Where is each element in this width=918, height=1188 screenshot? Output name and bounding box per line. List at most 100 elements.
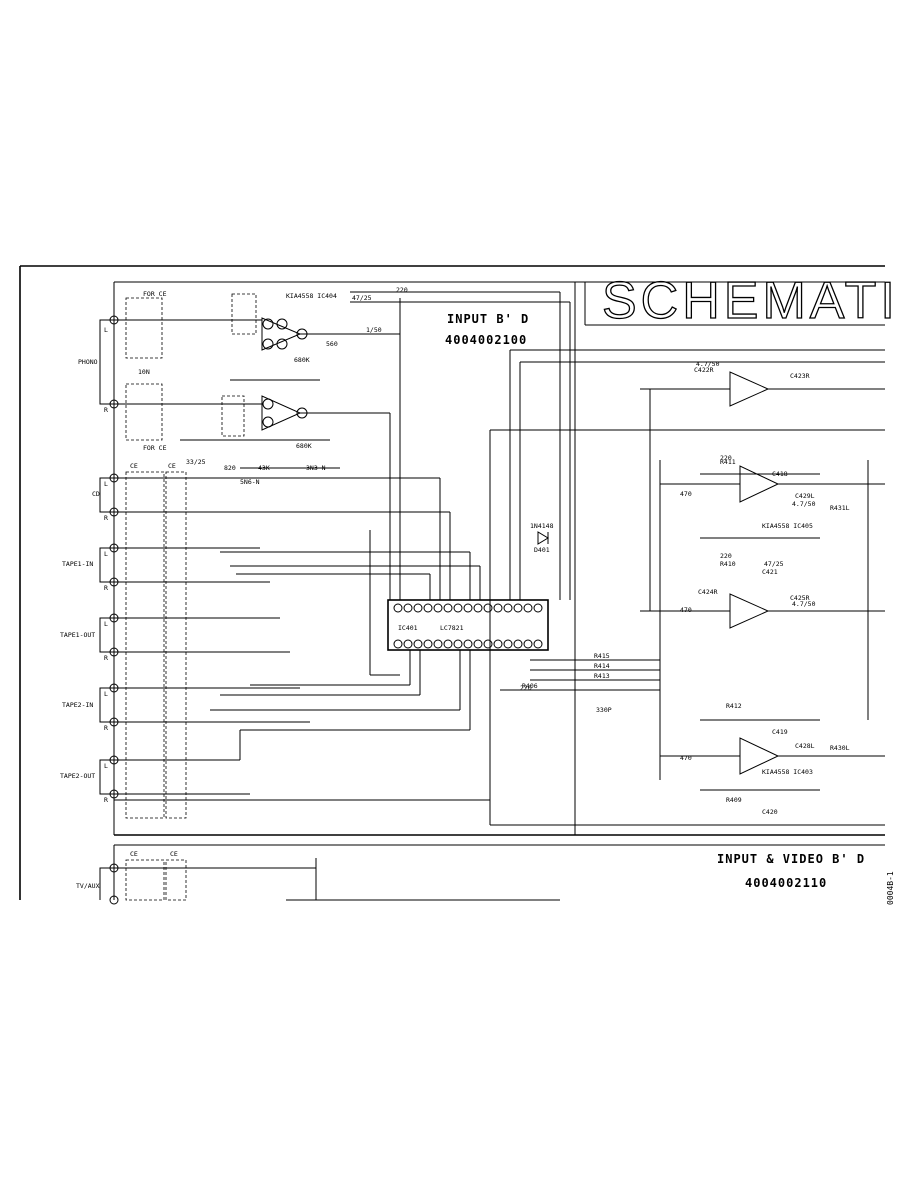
- svg-text:560: 560: [326, 340, 338, 348]
- phono-ce-box-l: [125, 297, 163, 359]
- svg-text:33/25: 33/25: [186, 458, 206, 466]
- input-label-cd: CD: [92, 490, 100, 498]
- svg-text:R412: R412: [726, 702, 742, 710]
- ic401-label: IC401: [398, 624, 418, 632]
- svg-text:R: R: [104, 406, 108, 414]
- svg-text:R: R: [104, 584, 108, 592]
- lc7821-pins: [393, 603, 543, 649]
- svg-text:R431L: R431L: [830, 504, 850, 512]
- r414-label: R414: [594, 662, 610, 670]
- svg-text:C423R: C423R: [790, 372, 810, 380]
- input-label-tape1-in: TAPE1-IN: [62, 560, 93, 568]
- svg-text:R430L: R430L: [830, 744, 850, 752]
- svg-text:C422R: C422R: [694, 366, 714, 374]
- output-part-labels: C422R C423R C424R C425R R411 R410 R412 R…: [694, 366, 850, 816]
- svg-text:R: R: [104, 514, 108, 522]
- ic403-label: KIA4558 IC403: [762, 768, 813, 776]
- svg-text:CE: CE: [130, 850, 138, 858]
- phono-opamps: [261, 317, 308, 431]
- phono-wires: [114, 291, 571, 600]
- for-ce-label-bottom: FOR CE: [143, 444, 167, 452]
- svg-text:4.7/50: 4.7/50: [696, 360, 720, 368]
- svg-text:1/50: 1/50: [366, 326, 382, 334]
- svg-text:4.7/50: 4.7/50: [792, 600, 816, 608]
- phono-ce-box-mid: [221, 395, 245, 437]
- svg-text:4.7/50: 4.7/50: [792, 500, 816, 508]
- video-board-part-number: 4004002110: [745, 876, 827, 890]
- svg-text:820: 820: [224, 464, 236, 472]
- lc7821-label: LC7821: [440, 624, 464, 632]
- r415-label: R415: [594, 652, 610, 660]
- diode-ref: D401: [534, 546, 550, 554]
- r406-label: R406: [522, 682, 538, 690]
- diode-part: 1N4148: [530, 522, 554, 530]
- svg-text:C429L: C429L: [795, 492, 815, 500]
- svg-text:47/25: 47/25: [352, 294, 372, 302]
- svg-text:47/25: 47/25: [764, 560, 784, 568]
- routing-wires: [210, 477, 481, 760]
- svg-text:R: R: [104, 724, 108, 732]
- svg-text:L: L: [104, 480, 108, 488]
- svg-text:220: 220: [720, 552, 732, 560]
- input-label-tape2-out: TAPE2-OUT: [60, 772, 95, 780]
- input-board-title: INPUT B' D: [447, 312, 529, 326]
- svg-text:470: 470: [680, 490, 692, 498]
- value-labels: 220 220 220 220 470 470 470 4.7/50 4.7/5…: [138, 286, 816, 762]
- svg-text:220: 220: [520, 684, 532, 692]
- input-label-tape2-in: TAPE2-IN: [62, 701, 93, 709]
- frame: [19, 265, 885, 900]
- video-board-title: INPUT & VIDEO B' D: [717, 852, 865, 866]
- svg-text:R410: R410: [720, 560, 736, 568]
- svg-text:220: 220: [720, 454, 732, 462]
- svg-text:C419: C419: [772, 728, 788, 736]
- svg-text:L: L: [104, 550, 108, 558]
- svg-text:C425R: C425R: [790, 594, 810, 602]
- svg-text:L: L: [104, 690, 108, 698]
- jack-brackets: [99, 319, 114, 900]
- svg-text:CE: CE: [168, 462, 176, 470]
- svg-text:CE: CE: [130, 462, 138, 470]
- svg-text:5N6-N: 5N6-N: [240, 478, 260, 486]
- tv-aux-section: CE CE: [114, 850, 560, 901]
- lc7821-ic: [387, 599, 549, 651]
- svg-text:680K: 680K: [296, 442, 312, 450]
- control-lines: [489, 349, 885, 826]
- svg-text:220: 220: [396, 286, 408, 294]
- svg-text:R409: R409: [726, 796, 742, 804]
- svg-text:10N: 10N: [138, 368, 150, 376]
- schematic-title: SCHEMATI: [602, 272, 899, 330]
- svg-text:R: R: [104, 654, 108, 662]
- r413-label: R413: [594, 672, 610, 680]
- ic405-label: KIA4558 IC405: [762, 522, 813, 530]
- phono-ce-box-r: [125, 383, 163, 441]
- source-networks: CE CE: [114, 462, 490, 819]
- svg-text:R: R: [104, 796, 108, 804]
- svg-text:R411: R411: [720, 458, 736, 466]
- channel-labels: L R L R L R L R L R L R: [104, 326, 108, 804]
- svg-text:CE: CE: [170, 850, 178, 858]
- svg-text:330P: 330P: [596, 706, 612, 714]
- svg-text:C418: C418: [772, 470, 788, 478]
- svg-text:470: 470: [680, 606, 692, 614]
- for-ce-label-top: FOR CE: [143, 290, 167, 298]
- diode-d401: [537, 531, 549, 545]
- input-label-tv-aux: TV/AUX: [76, 882, 100, 890]
- input-board-part-number: 4004002100: [445, 333, 527, 347]
- svg-text:3N3-N: 3N3-N: [306, 464, 326, 472]
- output-opamps: [640, 371, 885, 791]
- phono-ce-box-top: [231, 293, 257, 335]
- svg-text:C420: C420: [762, 808, 778, 816]
- ic404-label: KIA4558 IC404: [286, 292, 337, 300]
- svg-text:L: L: [104, 326, 108, 334]
- input-label-tape1-out: TAPE1-OUT: [60, 631, 95, 639]
- svg-text:43K: 43K: [258, 464, 270, 472]
- input-label-phono: PHONO: [78, 358, 98, 366]
- svg-text:C421: C421: [762, 568, 778, 576]
- svg-text:470: 470: [680, 754, 692, 762]
- svg-text:C424R: C424R: [698, 588, 718, 596]
- svg-text:C428L: C428L: [795, 742, 815, 750]
- svg-text:L: L: [104, 762, 108, 770]
- svg-text:L: L: [104, 620, 108, 628]
- svg-text:680K: 680K: [294, 356, 310, 364]
